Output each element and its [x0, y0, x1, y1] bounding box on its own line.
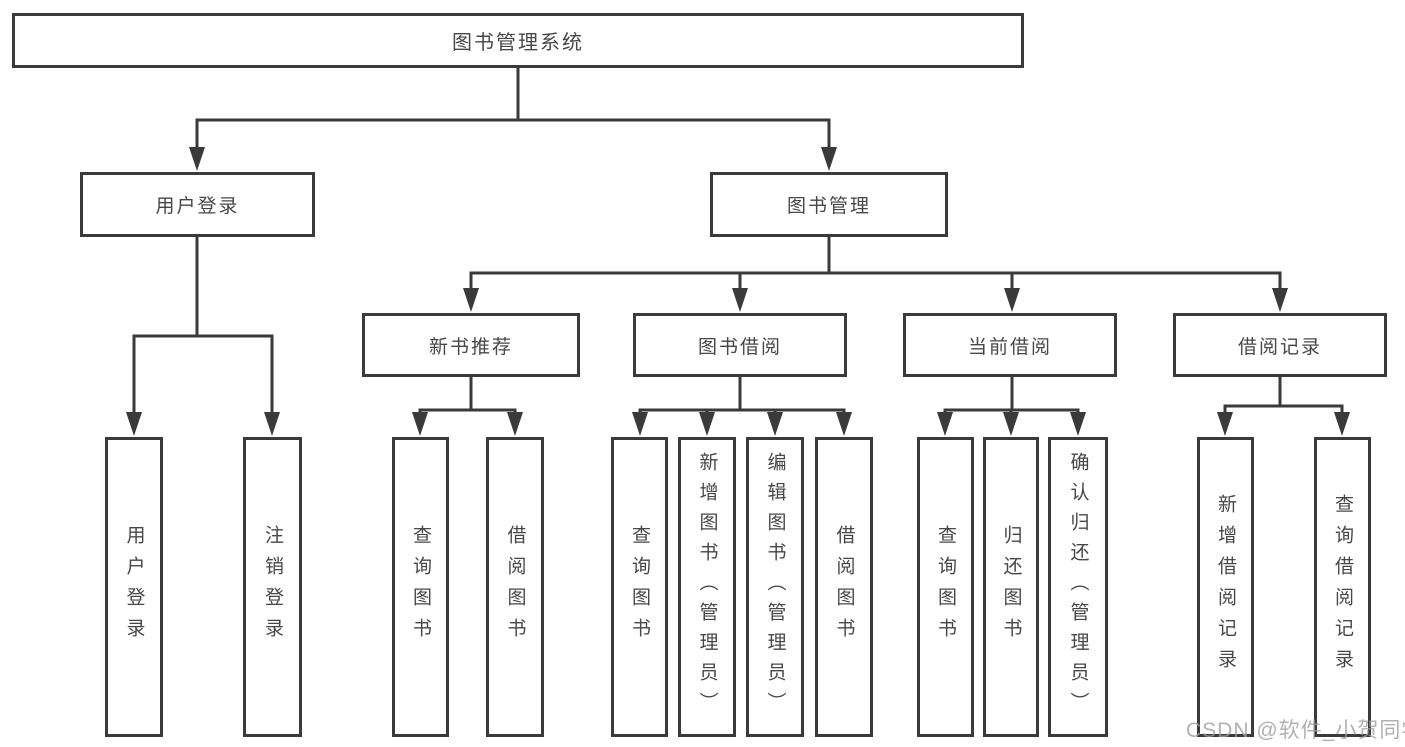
node-label: 新增借阅记录	[1215, 494, 1236, 680]
node-label: 图书管理系统	[452, 32, 584, 54]
csdn-watermark: CSDN @软件_小贺同学	[1186, 719, 1405, 742]
node-new-book-recommend: 新书推荐	[362, 313, 580, 377]
node-label: 查询图书	[935, 525, 956, 649]
arrow-down-icon	[189, 147, 205, 171]
leaf-return-books: 归还图书	[983, 437, 1039, 737]
arrow-down-icon	[1004, 288, 1020, 312]
arrow-down-icon	[632, 412, 648, 436]
arrow-down-icon	[507, 412, 523, 436]
node-label: 查询图书	[629, 525, 650, 649]
node-book-borrow: 图书借阅	[633, 313, 847, 377]
leaf-add-borrow-record: 新增借阅记录	[1197, 437, 1254, 737]
arrow-down-icon	[732, 288, 748, 312]
arrow-down-icon	[1003, 412, 1019, 436]
node-user-login: 用户登录	[80, 172, 315, 237]
node-label: 借阅图书	[833, 525, 855, 649]
node-label: 归还图书	[1000, 525, 1022, 649]
node-label: 查询借阅记录	[1332, 494, 1353, 680]
node-label: 新增图书（管理员）	[696, 452, 718, 722]
leaf-borrow-books: 借阅图书	[815, 437, 873, 737]
leaf-edit-books-admin: 编辑图书（管理员）	[746, 437, 804, 737]
leaf-confirm-return-admin: 确认归还（管理员）	[1048, 437, 1108, 737]
leaf-logout: 注销登录	[243, 437, 302, 737]
arrow-down-icon	[821, 147, 837, 171]
node-label: 借阅图书	[504, 525, 526, 649]
arrow-down-icon	[937, 412, 953, 436]
node-current-borrow: 当前借阅	[903, 313, 1117, 377]
leaf-current-query-books: 查询图书	[917, 437, 974, 737]
node-label: 新书推荐	[428, 336, 513, 358]
node-label: 借阅记录	[1237, 336, 1322, 358]
leaf-user-login: 用户登录	[105, 437, 163, 737]
arrow-down-icon	[699, 412, 715, 436]
node-label: 当前借阅	[967, 336, 1052, 358]
node-root: 图书管理系统	[12, 13, 1024, 68]
node-label: 编辑图书（管理员）	[764, 452, 786, 722]
node-book-management: 图书管理	[710, 172, 948, 237]
arrow-down-icon	[767, 412, 783, 436]
node-label: 图书管理	[786, 196, 871, 217]
node-label: 查询图书	[410, 525, 431, 649]
leaf-query-borrow-record: 查询借阅记录	[1314, 437, 1371, 737]
node-borrow-records: 借阅记录	[1173, 313, 1387, 377]
node-label: 用户登录	[155, 196, 240, 217]
arrow-down-icon	[463, 288, 479, 312]
leaf-recommend-query-books: 查询图书	[392, 437, 449, 737]
node-label: 确认归还（管理员）	[1067, 452, 1089, 722]
arrow-down-icon	[1070, 412, 1086, 436]
arrow-down-icon	[126, 412, 142, 436]
arrow-down-icon	[1334, 412, 1350, 436]
node-label: 图书借阅	[697, 336, 782, 358]
arrow-down-icon	[1272, 288, 1288, 312]
leaf-recommend-borrow-books: 借阅图书	[486, 437, 544, 737]
arrow-down-icon	[836, 412, 852, 436]
node-label: 用户登录	[123, 525, 145, 649]
node-label: 注销登录	[262, 525, 283, 649]
arrow-down-icon	[1217, 412, 1233, 436]
leaf-borrow-query-books: 查询图书	[611, 437, 668, 737]
arrow-down-icon	[412, 412, 428, 436]
arrow-down-icon	[264, 412, 280, 436]
leaf-add-books-admin: 新增图书（管理员）	[678, 437, 736, 737]
